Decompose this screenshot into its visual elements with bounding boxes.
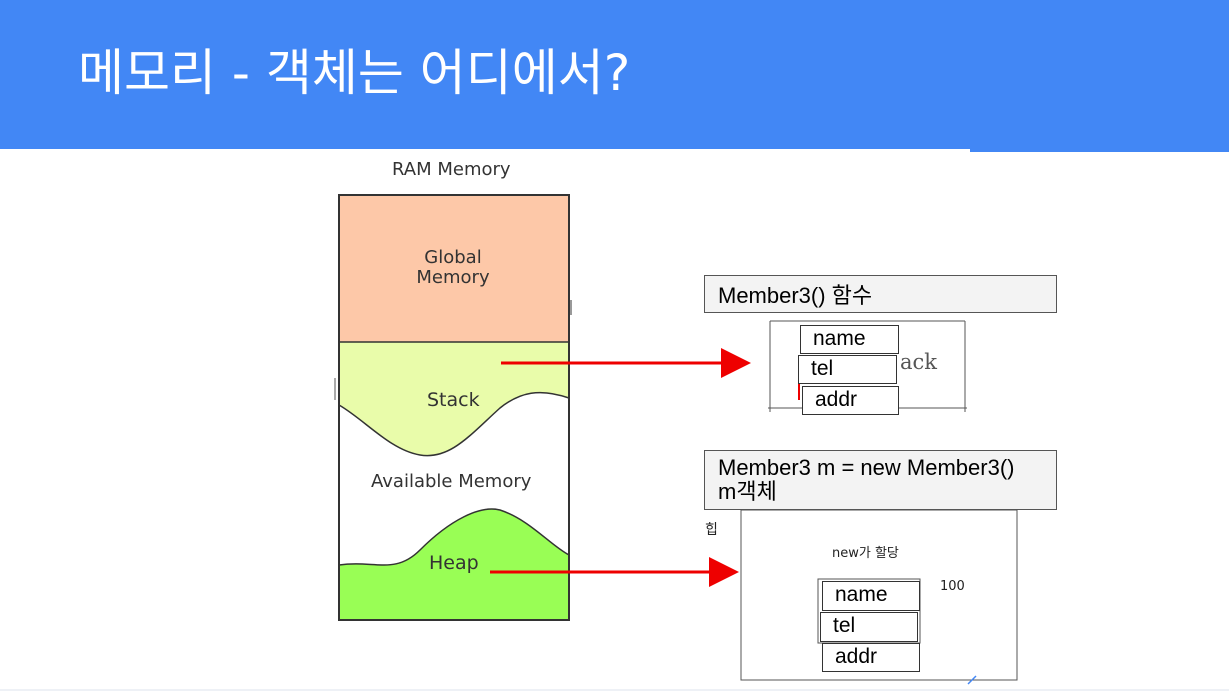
heap-label: Heap: [429, 552, 479, 574]
heap-panel-line2: m객체: [718, 479, 777, 504]
stack-panel-header: Member3() 함수: [704, 275, 1057, 313]
heap-alloc-note: new가 할당: [832, 546, 899, 561]
heap-boundary-curve: [338, 508, 570, 566]
stack-background-text: ack: [900, 350, 938, 374]
global-memory-region: [339, 195, 569, 342]
stack-boundary-curve: [338, 391, 570, 457]
slide-bottom-rule: [0, 689, 1229, 691]
ram-title: RAM Memory: [392, 159, 511, 180]
stack-field-name: name: [800, 325, 899, 354]
heap-address: 100: [940, 579, 965, 594]
global-memory-label: Global Memory: [416, 247, 490, 288]
header-accent-strip: [970, 149, 1229, 152]
stack-region: [339, 342, 569, 456]
stack-label: Stack: [427, 389, 480, 411]
slide-title: 메모리 - 객체는 어디에서?: [78, 44, 631, 102]
stack-panel-title: Member3() 함수: [718, 283, 873, 308]
heap-field-addr: addr: [822, 643, 920, 672]
heap-field-tel: tel: [820, 612, 918, 642]
heap-side-label: 힙: [705, 522, 718, 538]
ram-frame: [338, 194, 570, 621]
stack-field-tel: tel: [798, 355, 897, 384]
stack-field-addr: addr: [802, 386, 899, 415]
available-memory-label: Available Memory: [371, 471, 532, 492]
heap-region: [339, 509, 569, 620]
heap-panel-line1: Member3 m = new Member3(): [718, 455, 1015, 480]
slide-header: 메모리 - 객체는 어디에서?: [0, 0, 1229, 149]
heap-field-name: name: [822, 581, 920, 611]
heap-panel-header: Member3 m = new Member3() m객체: [704, 450, 1057, 510]
